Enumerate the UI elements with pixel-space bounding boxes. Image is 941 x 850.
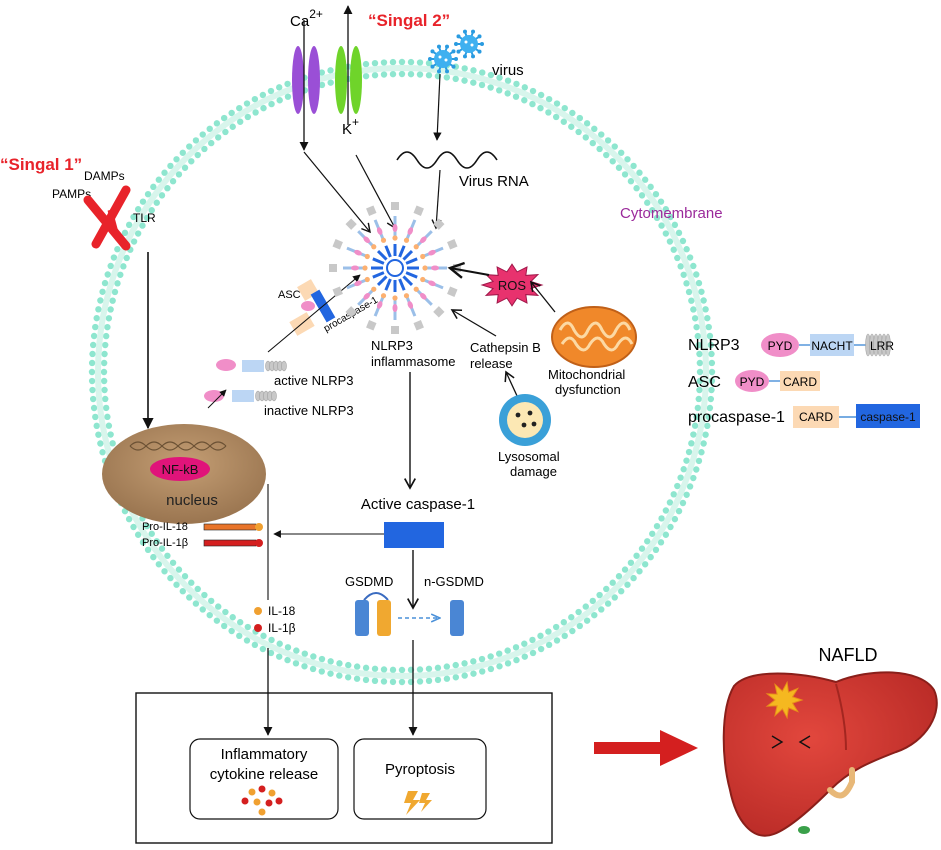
lightning-icon xyxy=(404,791,432,815)
legend-nlrp3-lrr: LRR xyxy=(870,339,894,353)
legend: NLRP3 PYD NACHT LRR ASC PYD CARD procasp… xyxy=(688,333,920,428)
legend-procaspase-card: CARD xyxy=(799,410,833,424)
pyroptosis-label: Pyroptosis xyxy=(385,761,455,778)
nfkb-label: NF-kB xyxy=(162,462,199,477)
cell-membrane xyxy=(88,58,716,686)
virus-icon xyxy=(428,29,484,74)
outcome-box xyxy=(135,692,553,844)
pro-il18-bar xyxy=(203,523,263,531)
il18-label: IL-18 xyxy=(268,604,296,618)
pro-il1b-label: Pro-IL-1β xyxy=(142,537,188,549)
calcium-channel xyxy=(292,46,320,114)
inactive-nlrp3-label: inactive NLRP3 xyxy=(264,403,354,418)
legend-nlrp3-nacht: NACHT xyxy=(811,339,853,353)
tlr-receptor xyxy=(83,185,131,251)
signal-1-label: “Singal 1” xyxy=(0,155,82,174)
pro-il1b-bar xyxy=(203,539,263,547)
pamps-label: PAMPs xyxy=(52,187,91,201)
pyroptosis-box xyxy=(353,738,487,820)
cytokine-label-2: cytokine release xyxy=(210,766,318,783)
active-caspase-label: Active caspase-1 xyxy=(361,496,475,513)
calcium-label: Ca2+ xyxy=(290,7,323,30)
inflammasome-label-1: NLRP3 xyxy=(371,338,413,353)
inflammasome-label-2: inflammasome xyxy=(371,354,456,369)
virus-rna-label: Virus RNA xyxy=(459,173,529,190)
asc-label: ASC xyxy=(278,289,301,301)
tlr-label: TLR xyxy=(133,211,156,225)
gsdmd-label: GSDMD xyxy=(345,574,393,589)
lysosome xyxy=(499,394,551,446)
ros-label: ROS xyxy=(498,278,527,293)
cytokine-dots xyxy=(241,785,283,816)
nucleus-label: nucleus xyxy=(166,492,218,509)
pro-il18-label: Pro-IL-18 xyxy=(142,521,188,533)
mito-label-2: dysfunction xyxy=(555,382,621,397)
cathepsin-label-2: release xyxy=(470,356,513,371)
ros-burst xyxy=(480,263,544,307)
potassium-channel xyxy=(335,46,362,114)
legend-asc-name: ASC xyxy=(688,374,721,391)
nfkb-complex xyxy=(150,457,210,481)
active-nlrp3 xyxy=(216,359,287,372)
cytokine-release-box xyxy=(189,738,339,820)
virus-rna-strand xyxy=(396,151,498,169)
cytokine-label-1: Inflammatory xyxy=(221,746,308,763)
legend-asc-card: CARD xyxy=(783,375,817,389)
legend-asc-pyd: PYD xyxy=(740,375,765,389)
cathepsin-label-1: Cathepsin B xyxy=(470,340,541,355)
mito-label-1: Mitochondrial xyxy=(548,367,625,382)
nlrp3-inflammasome xyxy=(329,202,461,334)
inactive-nlrp3 xyxy=(204,390,277,402)
virus-label: virus xyxy=(492,62,524,79)
legend-nlrp3-pyd: PYD xyxy=(768,339,793,353)
n-gsdmd-protein xyxy=(450,600,464,636)
gsdmd-protein xyxy=(355,592,391,636)
cytomembrane-label: Cytomembrane xyxy=(620,205,723,222)
big-red-arrow xyxy=(594,730,698,766)
nucleus xyxy=(102,424,266,524)
active-nlrp3-label: active NLRP3 xyxy=(274,373,353,388)
legend-nlrp3-name: NLRP3 xyxy=(688,337,740,354)
nafld-label: NAFLD xyxy=(818,645,877,665)
liver-icon xyxy=(722,671,938,837)
il1b-label: IL-1β xyxy=(268,621,296,635)
signal-2-label: “Singal 2” xyxy=(368,11,450,30)
legend-procaspase-name: procaspase-1 xyxy=(688,409,785,426)
lyso-label-2: damage xyxy=(510,464,557,479)
active-caspase-block xyxy=(384,522,444,548)
damps-label: DAMPs xyxy=(84,169,125,183)
potassium-label: K+ xyxy=(342,115,359,138)
n-gsdmd-label: n-GSDMD xyxy=(424,574,484,589)
legend-procaspase-caspase: caspase-1 xyxy=(860,410,916,424)
mitochondrion xyxy=(551,306,637,368)
lyso-label-1: Lysosomal xyxy=(498,449,560,464)
